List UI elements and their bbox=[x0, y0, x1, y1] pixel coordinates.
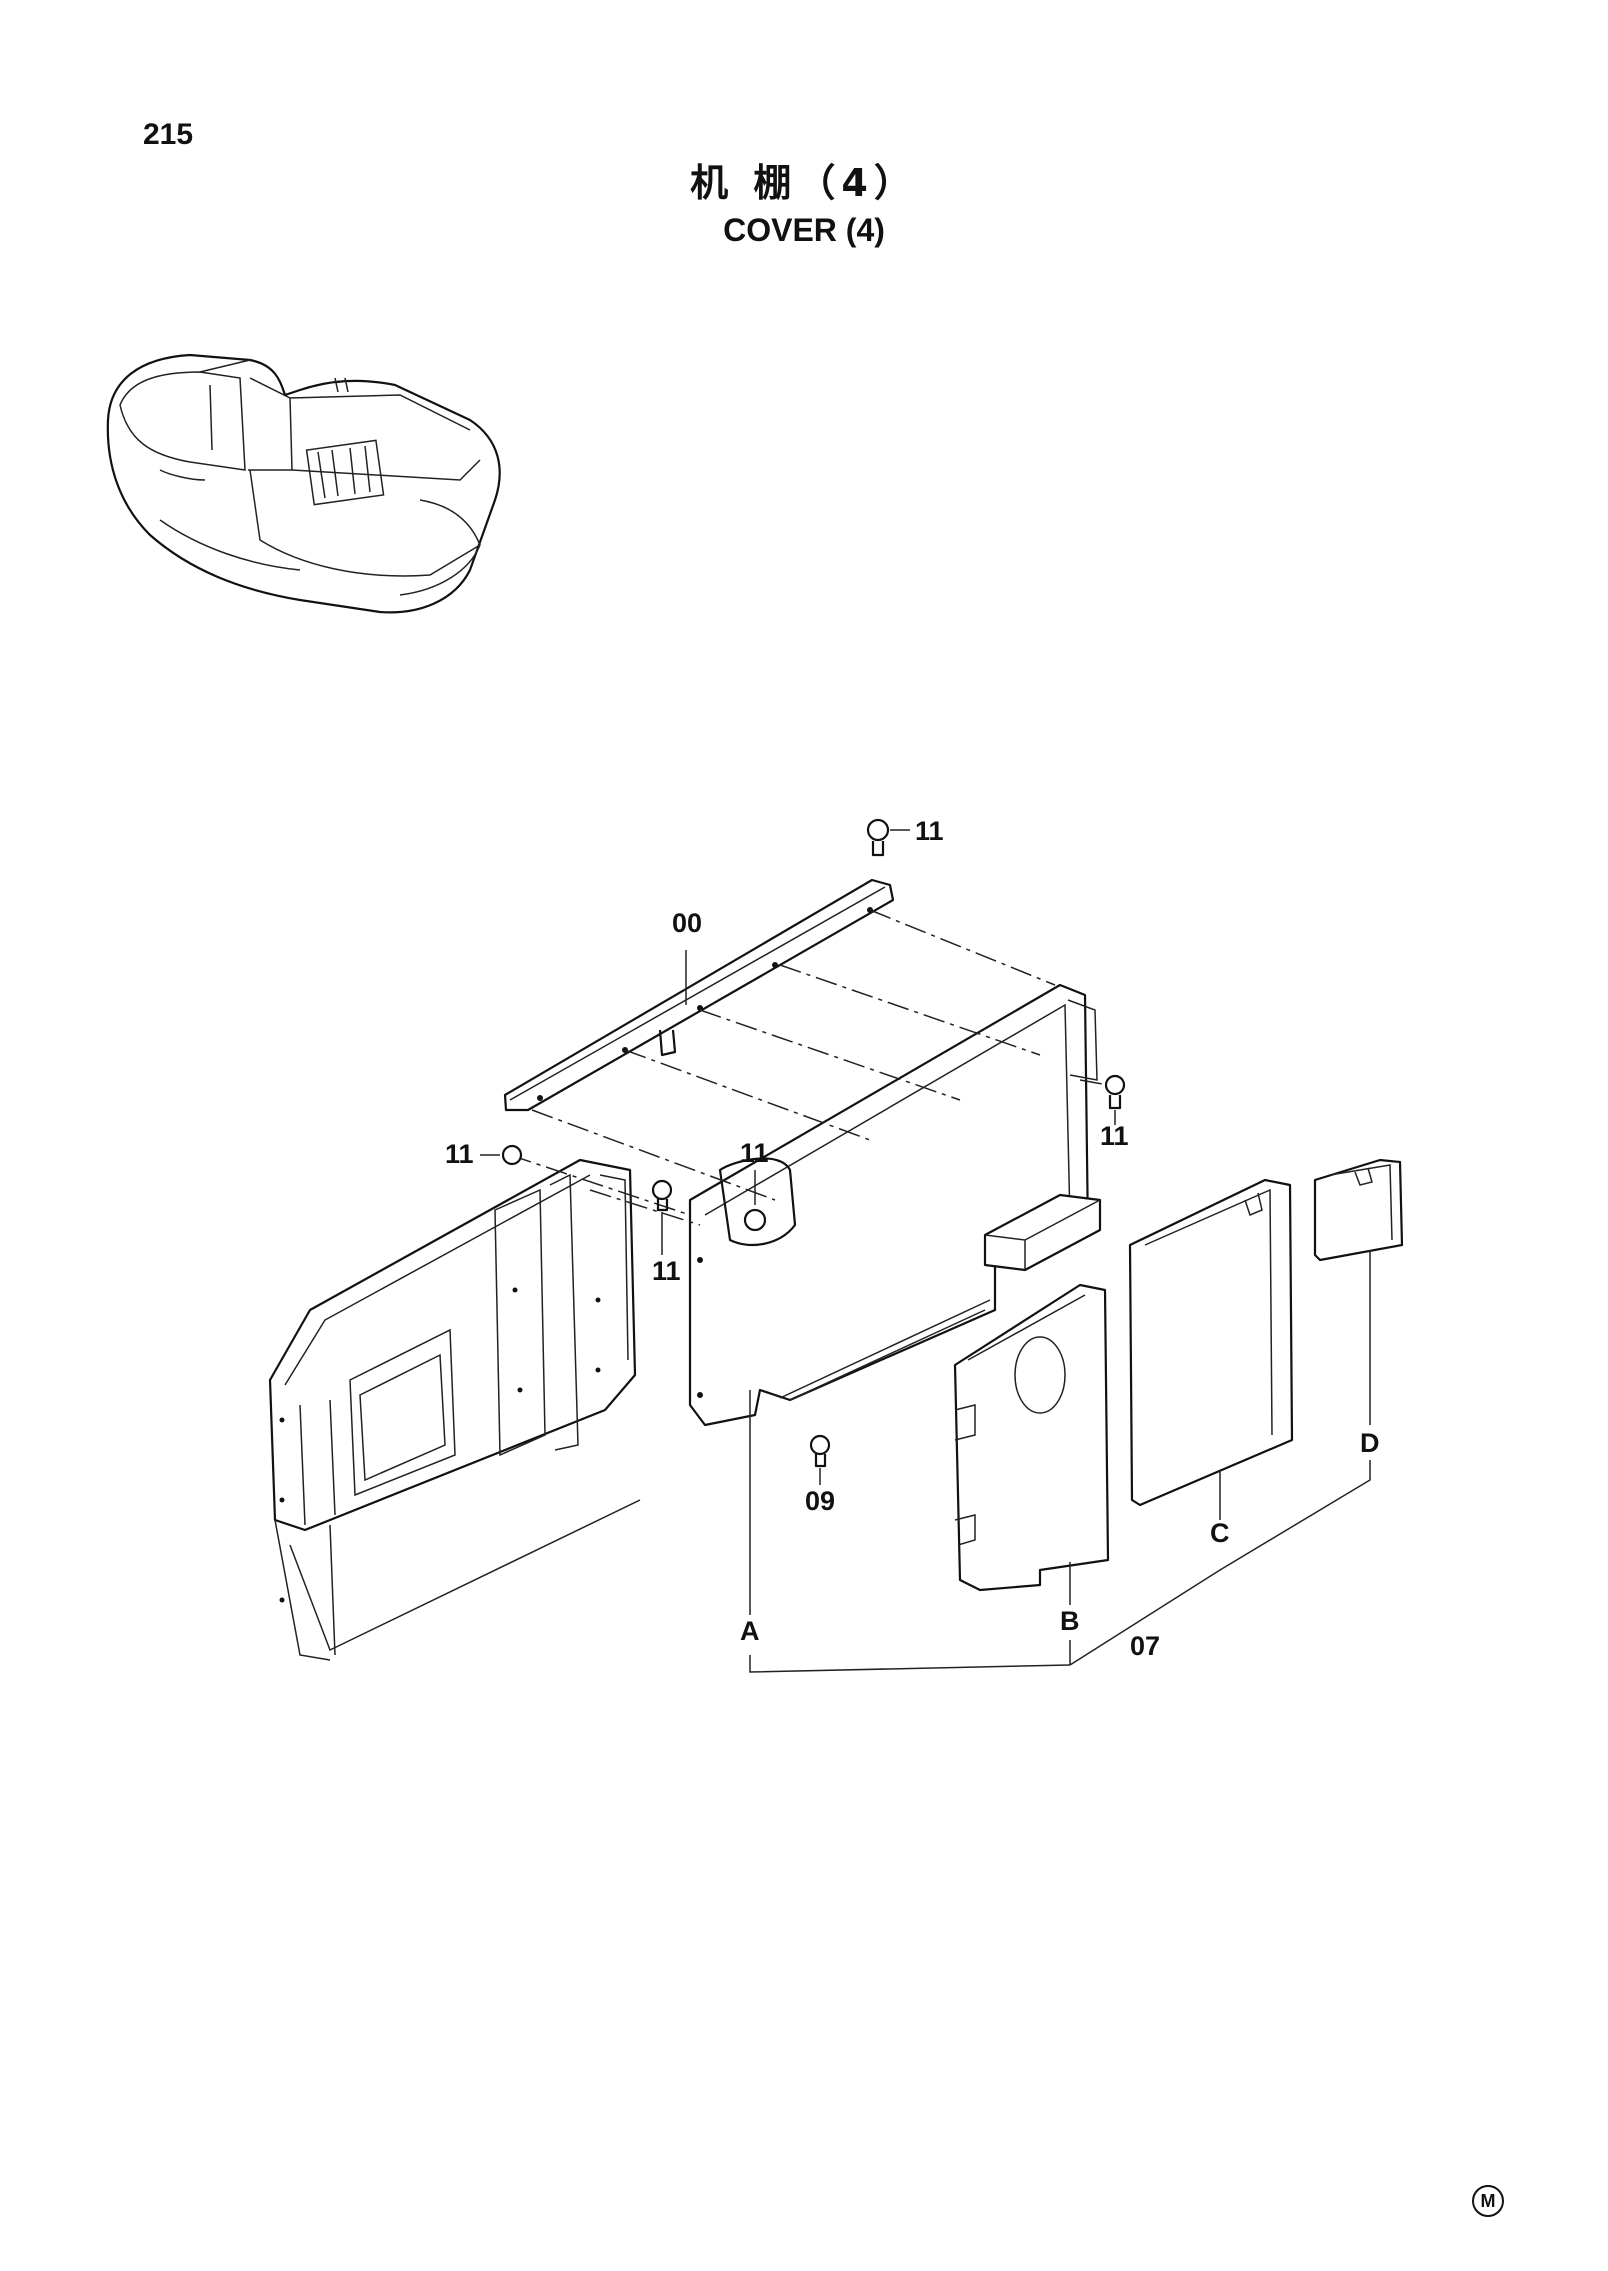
bolt-11-panel bbox=[743, 1208, 767, 1232]
callout-B: B bbox=[1060, 1606, 1080, 1636]
callout-D: D bbox=[1360, 1428, 1380, 1458]
callout-11-left: 11 bbox=[445, 1139, 474, 1169]
assembly-lines bbox=[509, 909, 1109, 1226]
panel-A-main-frame bbox=[688, 983, 1098, 1427]
panel-D-insulation bbox=[1313, 1158, 1404, 1262]
callout-00: 00 bbox=[672, 908, 702, 938]
leader-lines bbox=[480, 829, 1371, 1673]
callout-11-side: 11 bbox=[652, 1256, 681, 1286]
title-english: COVER (4) bbox=[723, 212, 885, 248]
bolt-09 bbox=[809, 1434, 831, 1468]
bolt-11-left bbox=[501, 1144, 523, 1166]
panel-C-insulation bbox=[1128, 1178, 1294, 1507]
trademark-m-symbol: M bbox=[1472, 2185, 1504, 2217]
bolt-11-side bbox=[651, 1179, 673, 1212]
panel-B-insulation bbox=[953, 1283, 1110, 1592]
callout-11-right: 11 bbox=[1100, 1121, 1129, 1151]
callout-11-top: 11 bbox=[915, 816, 944, 846]
machine-overview-illustration bbox=[106, 353, 501, 614]
title-chinese: 机 棚（4） bbox=[690, 161, 918, 205]
callout-C: C bbox=[1210, 1518, 1230, 1548]
bolt-11-right bbox=[1104, 1074, 1126, 1110]
bolt-11-top bbox=[866, 818, 890, 857]
callout-09: 09 bbox=[805, 1486, 835, 1516]
page-number: 215 bbox=[143, 118, 194, 151]
callout-A: A bbox=[740, 1616, 760, 1646]
callout-11-panel: 11 bbox=[740, 1138, 769, 1168]
side-panel-left bbox=[268, 1158, 641, 1661]
part-00-top-rail bbox=[503, 878, 895, 1112]
foam-block bbox=[983, 1193, 1102, 1272]
callout-07: 07 bbox=[1130, 1631, 1160, 1661]
